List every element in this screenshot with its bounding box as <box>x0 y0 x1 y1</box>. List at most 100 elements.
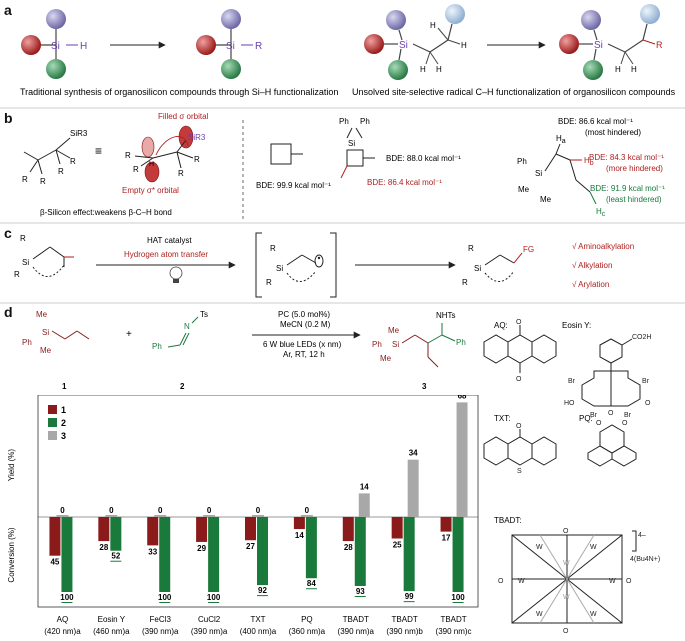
tbadt-charge: 4– <box>638 532 646 539</box>
bar-series-3-6 <box>358 493 370 517</box>
svg-text:O: O <box>608 410 614 417</box>
svg-text:Me: Me <box>380 354 392 363</box>
svg-text:HO: HO <box>564 400 575 407</box>
label-series-1-7: 25 <box>393 541 402 550</box>
bar-series-1-3 <box>196 517 208 542</box>
bar-series-2-2 <box>159 517 171 603</box>
svg-text:R: R <box>270 244 276 253</box>
orbital-overlap-structure: Filled σ orbital SiR3 R R R R H Empty σ*… <box>122 112 209 195</box>
label-series-2-3: 100 <box>207 593 221 602</box>
svg-text:Ph: Ph <box>360 117 370 126</box>
phenanthrenequinone-structure: O O <box>587 420 637 467</box>
chart-frame <box>37 395 479 608</box>
bar-series-2-0 <box>61 517 73 603</box>
svg-text:H: H <box>631 65 637 74</box>
bar-series-2-4 <box>257 517 268 597</box>
eosin-y-structure: CO2H Br Br HO O Br Br O <box>564 334 651 419</box>
legend-swatch-1 <box>48 405 57 414</box>
bar-series-1-5 <box>293 517 305 530</box>
label-series-2-0: 100 <box>60 593 74 602</box>
svg-text:R: R <box>22 175 28 184</box>
svg-text:H: H <box>430 21 436 30</box>
svg-text:O: O <box>626 578 632 585</box>
svg-text:R: R <box>194 155 200 164</box>
label-series-2-6: 93 <box>356 587 365 596</box>
equivalent-sign: ≡ <box>95 144 102 158</box>
svg-text:R: R <box>656 40 663 50</box>
outcome-alkylation: √ Alkylation <box>572 261 612 270</box>
svg-text:Me: Me <box>40 346 52 355</box>
bar-series-1-8 <box>440 517 452 532</box>
bar-series-1-1 <box>98 517 110 542</box>
bar-series-3-1 <box>105 515 118 517</box>
svg-text:R: R <box>125 151 131 160</box>
label-bg-series-2-7 <box>399 591 419 602</box>
bar-series-1-2 <box>147 517 159 546</box>
bde-silacycle-a: BDE: 88.0 kcal mol⁻¹ <box>386 154 461 163</box>
label-series-1-5: 14 <box>295 531 304 540</box>
legend-swatch-2 <box>48 418 57 427</box>
thioxanthone-structure: O S <box>483 423 557 475</box>
condition-light: 6 W blue LEDs (x nm) <box>263 340 342 349</box>
category-label-2: FeCl3 <box>150 615 172 624</box>
label-series-3-6: 14 <box>360 482 369 491</box>
empty-orbital-label: Empty σ* orbital <box>122 186 179 195</box>
compound-1: Me Si Me Ph 1 <box>22 310 90 391</box>
svg-text:(more hindered): (more hindered) <box>606 164 663 173</box>
label-series-2-2: 100 <box>158 593 172 602</box>
svg-text:CO2H: CO2H <box>632 334 651 341</box>
outcome-arylation: √ Arylation <box>572 280 609 289</box>
panel-letter-c: c <box>4 225 12 241</box>
svg-text:Ha: Ha <box>556 134 566 145</box>
category-label-3: CuCl2 <box>198 615 221 624</box>
hat-catalyst-label: HAT catalyst <box>147 236 192 245</box>
label-series-3-4: 0 <box>256 506 261 515</box>
svg-text:R: R <box>133 165 139 174</box>
category-label-4: TXT <box>250 615 265 624</box>
caption-unsolved: Unsolved site-selective radical C–H func… <box>352 87 676 97</box>
svg-text:N: N <box>184 322 190 331</box>
svg-text:R: R <box>20 234 26 243</box>
svg-text:Br: Br <box>642 378 650 385</box>
svg-text:O: O <box>498 578 504 585</box>
svg-text:O: O <box>516 376 522 383</box>
tbadt-counterion: 4(Bu4N+) <box>630 556 660 563</box>
catalyst-aq-label: AQ: <box>494 321 508 330</box>
svg-text:Si: Si <box>535 169 542 178</box>
legend-label-2: 2 <box>61 418 66 428</box>
bde-silacycle-b: BDE: 86.4 kcal mol⁻¹ <box>367 178 442 187</box>
svg-text:Ph: Ph <box>372 340 382 349</box>
hat-label: Hydrogen atom transfer <box>124 250 208 259</box>
bde-more: BDE: 84.3 kcal mol⁻¹ <box>589 153 664 162</box>
catalyst-eosin-label: Eosin Y: <box>562 321 591 330</box>
bar-series-3-0 <box>56 515 69 517</box>
svg-text:H: H <box>149 161 154 168</box>
filled-orbital-label: Filled σ orbital <box>158 112 209 121</box>
category-condition-7: (390 nm)b <box>386 627 423 636</box>
bar-series-3-3 <box>203 515 216 517</box>
svg-text:Si: Si <box>22 258 29 267</box>
bar-series-2-1 <box>110 517 122 562</box>
label-series-1-0: 45 <box>50 558 59 567</box>
svg-text:R: R <box>462 278 468 287</box>
bde-least: BDE: 91.9 kcal mol⁻¹ <box>590 184 665 193</box>
label-series-2-8: 100 <box>451 593 465 602</box>
h-label: H <box>80 41 87 52</box>
svg-text:O: O <box>645 400 651 407</box>
compound-3: Me Ph Si Me NHTs Ph 3 <box>372 311 466 391</box>
label-bg-series-2-8 <box>448 592 468 602</box>
svg-text:H: H <box>436 65 442 74</box>
svg-text:W: W <box>609 578 616 585</box>
svg-text:Br: Br <box>590 412 598 419</box>
svg-text:Si: Si <box>42 328 49 337</box>
svg-text:O: O <box>516 319 522 326</box>
svg-text:R: R <box>266 278 272 287</box>
plus-sign: + <box>126 329 132 340</box>
svg-text:R: R <box>70 157 76 166</box>
svg-text:R: R <box>40 177 46 186</box>
alkylsilane-hindrance: Ph Si Me Me Ha Hb Hc BDE: 86.6 kcal mol⁻… <box>517 117 665 218</box>
svg-text:R: R <box>255 41 262 52</box>
bar-series-3-5 <box>300 515 313 517</box>
panel-a-scheme: Si H Si R Si H H H H <box>0 4 685 109</box>
beta-silicon-structure: R R SiR3 R R <box>22 129 88 186</box>
